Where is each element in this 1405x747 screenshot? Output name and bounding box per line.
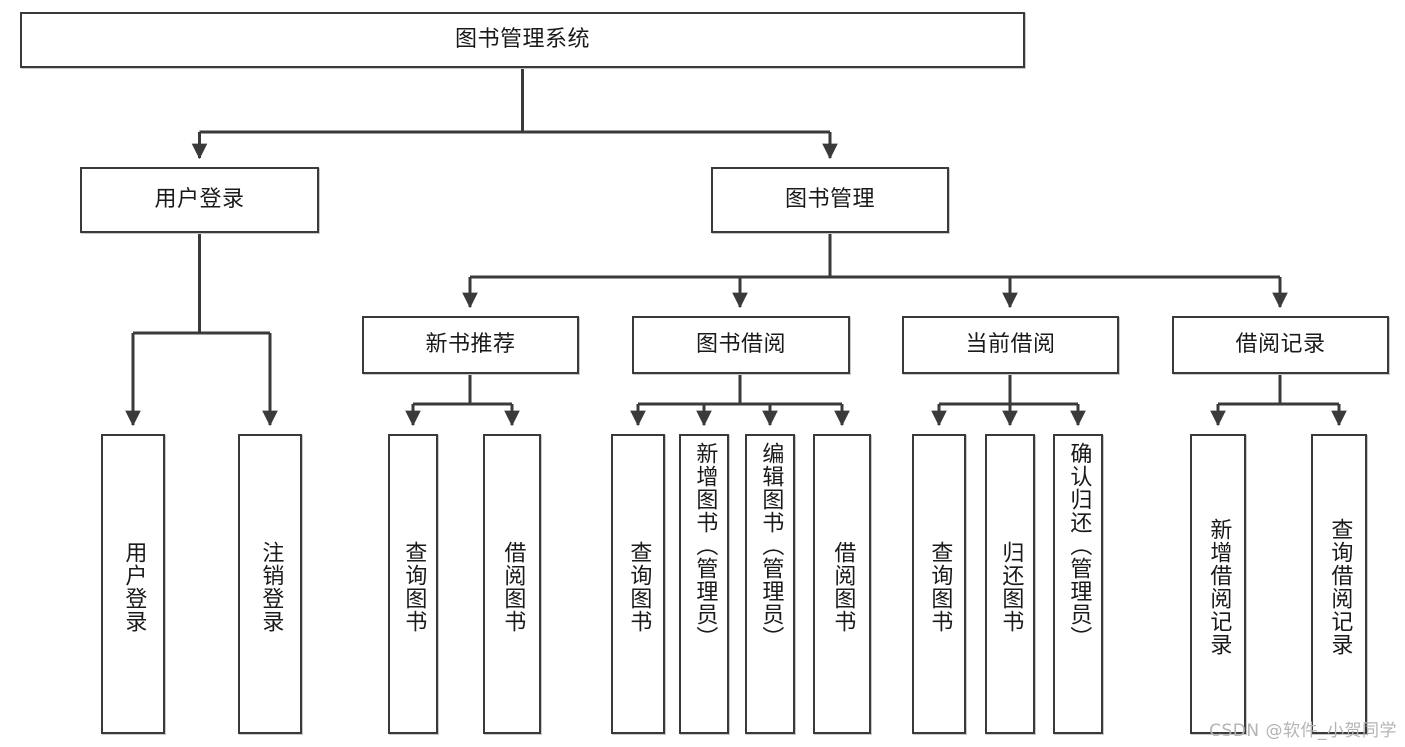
node-leaf-edit-book-label: 编辑图书（管理员） <box>758 442 784 649</box>
node-leaf-return-book[interactable]: 归还图书 <box>985 434 1035 734</box>
node-borrow-record-label: 借阅记录 <box>1235 332 1326 357</box>
node-book-manage-label: 图书管理 <box>784 187 875 212</box>
node-leaf-edit-book[interactable]: 编辑图书（管理员） <box>745 434 795 734</box>
node-book-borrow[interactable]: 图书借阅 <box>632 316 850 374</box>
node-user-login-label: 用户登录 <box>154 187 245 212</box>
node-leaf-add-record[interactable]: 新增借阅记录 <box>1190 434 1246 734</box>
node-leaf-borrow-book-1[interactable]: 借阅图书 <box>483 434 541 734</box>
node-leaf-add-record-label: 新增借阅记录 <box>1206 518 1232 656</box>
node-new-book-recommend[interactable]: 新书推荐 <box>362 316 579 374</box>
node-current-borrow-label: 当前借阅 <box>965 332 1056 357</box>
node-leaf-user-login[interactable]: 用户登录 <box>101 434 165 734</box>
node-book-manage[interactable]: 图书管理 <box>711 167 949 233</box>
node-borrow-record[interactable]: 借阅记录 <box>1172 316 1389 374</box>
node-leaf-query-book-1[interactable]: 查询图书 <box>388 434 438 734</box>
node-leaf-confirm-return-label: 确认归还（管理员） <box>1066 442 1092 649</box>
node-leaf-confirm-return[interactable]: 确认归还（管理员） <box>1053 434 1103 734</box>
node-current-borrow[interactable]: 当前借阅 <box>902 316 1119 374</box>
node-new-book-recommend-label: 新书推荐 <box>425 332 516 357</box>
node-leaf-query-book-3[interactable]: 查询图书 <box>912 434 966 734</box>
node-leaf-logout-label: 注销登录 <box>258 541 284 633</box>
node-book-borrow-label: 图书借阅 <box>695 332 786 357</box>
node-leaf-user-login-label: 用户登录 <box>121 541 147 633</box>
node-leaf-add-book-label: 新增图书（管理员） <box>692 442 718 649</box>
node-user-login[interactable]: 用户登录 <box>80 167 319 233</box>
csdn-watermark: CSDN @软件_小贺同学 <box>1209 721 1397 741</box>
node-leaf-borrow-book-1-label: 借阅图书 <box>500 541 526 633</box>
node-leaf-query-record[interactable]: 查询借阅记录 <box>1311 434 1367 734</box>
node-root[interactable]: 图书管理系统 <box>20 12 1025 68</box>
node-leaf-query-book-1-label: 查询图书 <box>401 541 427 633</box>
node-leaf-query-book-2-label: 查询图书 <box>626 541 652 633</box>
node-leaf-query-book-2[interactable]: 查询图书 <box>611 434 665 734</box>
node-leaf-add-book[interactable]: 新增图书（管理员） <box>679 434 729 734</box>
node-leaf-query-record-label: 查询借阅记录 <box>1327 518 1353 656</box>
node-root-label: 图书管理系统 <box>454 27 590 52</box>
node-leaf-return-book-label: 归还图书 <box>998 541 1024 633</box>
node-leaf-query-book-3-label: 查询图书 <box>927 541 953 633</box>
node-leaf-borrow-book-2-label: 借阅图书 <box>830 541 856 633</box>
node-leaf-logout[interactable]: 注销登录 <box>238 434 302 734</box>
node-leaf-borrow-book-2[interactable]: 借阅图书 <box>813 434 871 734</box>
